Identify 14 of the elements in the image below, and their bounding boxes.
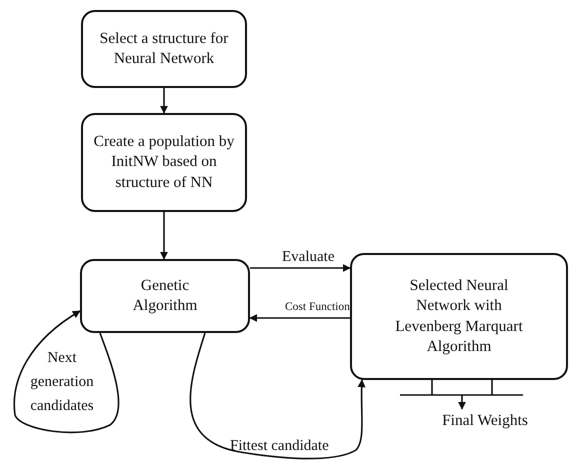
output-text: Final Weights (420, 410, 550, 432)
process-box: Create a population by InitNW based on structure of NN (81, 113, 247, 212)
process-box: Genetic Algorithm (80, 259, 250, 333)
arrow (160, 212, 168, 260)
process-box: Select a structure for Neural Network (81, 10, 247, 88)
process-box: Selected Neural Network with Levenberg Marquart Algorithm (350, 253, 568, 380)
arrow (249, 314, 350, 322)
arrow (190, 332, 366, 460)
arrow (250, 264, 351, 272)
edge-label: Fittest candidate (230, 438, 329, 454)
edge-label: Next generation candidates (29, 349, 95, 416)
arrow (160, 88, 168, 114)
arrow (14, 310, 120, 434)
block-arrow (399, 379, 524, 410)
